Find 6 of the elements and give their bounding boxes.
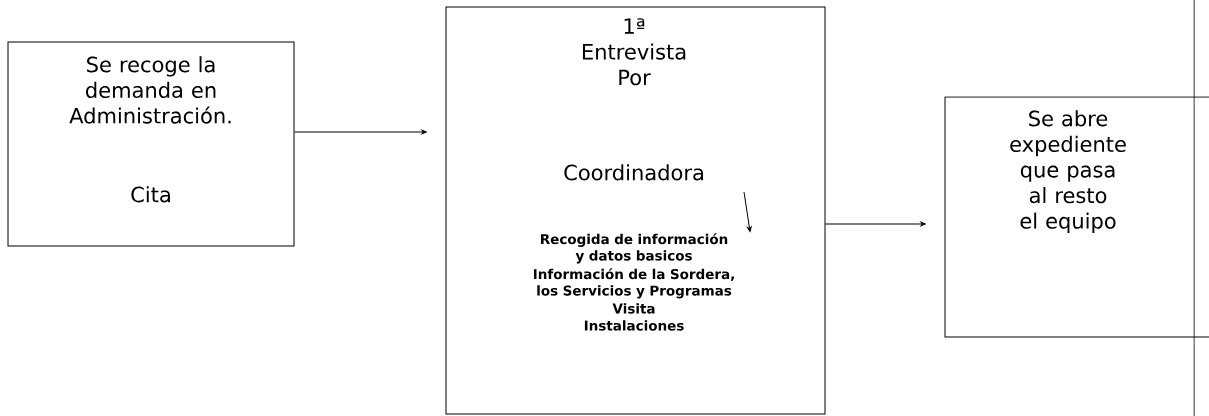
arrow — [743, 191, 752, 233]
details-text: Recogida de información y datos basicos Información de la Sordera, los Servicios y Programas Visita Instalaciones — [533, 233, 734, 331]
arrow — [825, 221, 926, 227]
process-box: Se abre expediente que pasa al resto el equipo — [944, 96, 1209, 338]
arrow — [294, 129, 427, 135]
process-box: Se recoge la demanda en Administración. Cita — [7, 41, 295, 247]
